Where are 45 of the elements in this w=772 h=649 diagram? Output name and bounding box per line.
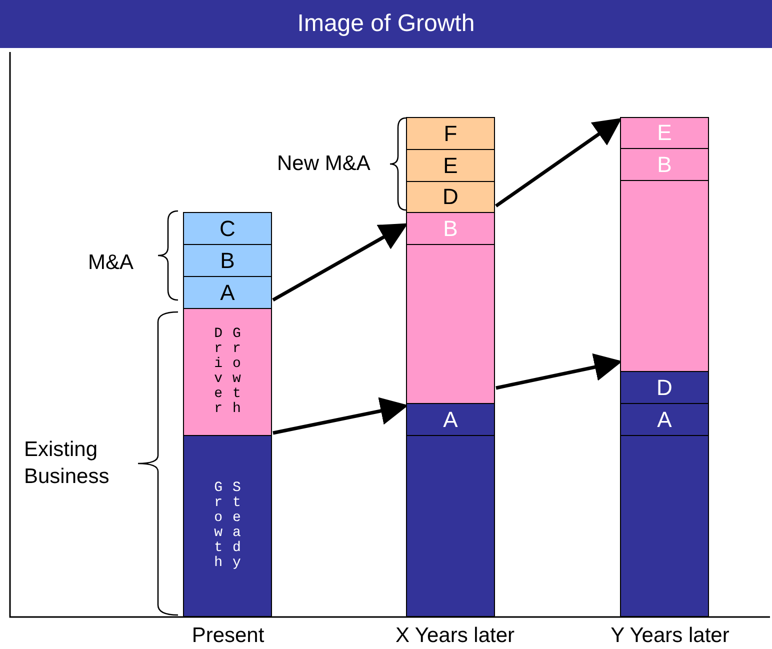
bar-segment — [620, 117, 709, 149]
vertical-text: Steady — [232, 481, 241, 571]
arrow — [495, 118, 622, 208]
vertical-text: Growth — [232, 327, 241, 417]
bar-segment — [620, 435, 709, 617]
bar-segment — [620, 180, 709, 372]
axis-category-label: X Years later — [394, 623, 516, 649]
bar-segment — [620, 148, 709, 181]
bar-segment — [183, 244, 272, 277]
bar-segment — [406, 403, 495, 436]
arrow — [272, 223, 408, 302]
segment-label: C — [220, 216, 236, 242]
segment-label: A — [443, 406, 458, 432]
vertical-text: Driver — [214, 327, 222, 417]
bar-segment — [183, 435, 272, 617]
bar-segment — [406, 244, 495, 404]
segment-label: B — [657, 152, 672, 178]
bar-segment — [406, 149, 495, 182]
bar-segment — [183, 308, 272, 436]
bar-segment — [406, 435, 495, 617]
bar-segment — [620, 403, 709, 436]
bar-segment — [620, 371, 709, 404]
segment-label: B — [443, 216, 458, 242]
segment-label: E — [443, 152, 458, 178]
segment-label: E — [657, 120, 672, 146]
segment-label: B — [220, 248, 235, 274]
bar-segment — [183, 212, 272, 245]
arrow — [496, 353, 622, 390]
segment-label: F — [444, 120, 458, 146]
brace-label: Existing Business — [24, 437, 110, 490]
bar-segment — [406, 117, 495, 150]
segment-label: D — [442, 184, 458, 210]
axis-category-label: Y Years later — [610, 623, 730, 649]
arrow — [272, 397, 408, 435]
axis-category-label: Present — [190, 623, 266, 649]
title-banner: Image of Growth — [0, 0, 772, 48]
bar-segment — [406, 212, 495, 245]
segment-label: D — [656, 374, 672, 400]
segment-label: A — [657, 406, 672, 432]
brace-label: M&A — [88, 250, 134, 276]
brace-label: New M&A — [277, 151, 370, 177]
segment-label: A — [220, 280, 235, 306]
bar-segment — [406, 181, 495, 213]
bar-segment — [183, 276, 272, 309]
vertical-text: Growth — [214, 481, 222, 571]
